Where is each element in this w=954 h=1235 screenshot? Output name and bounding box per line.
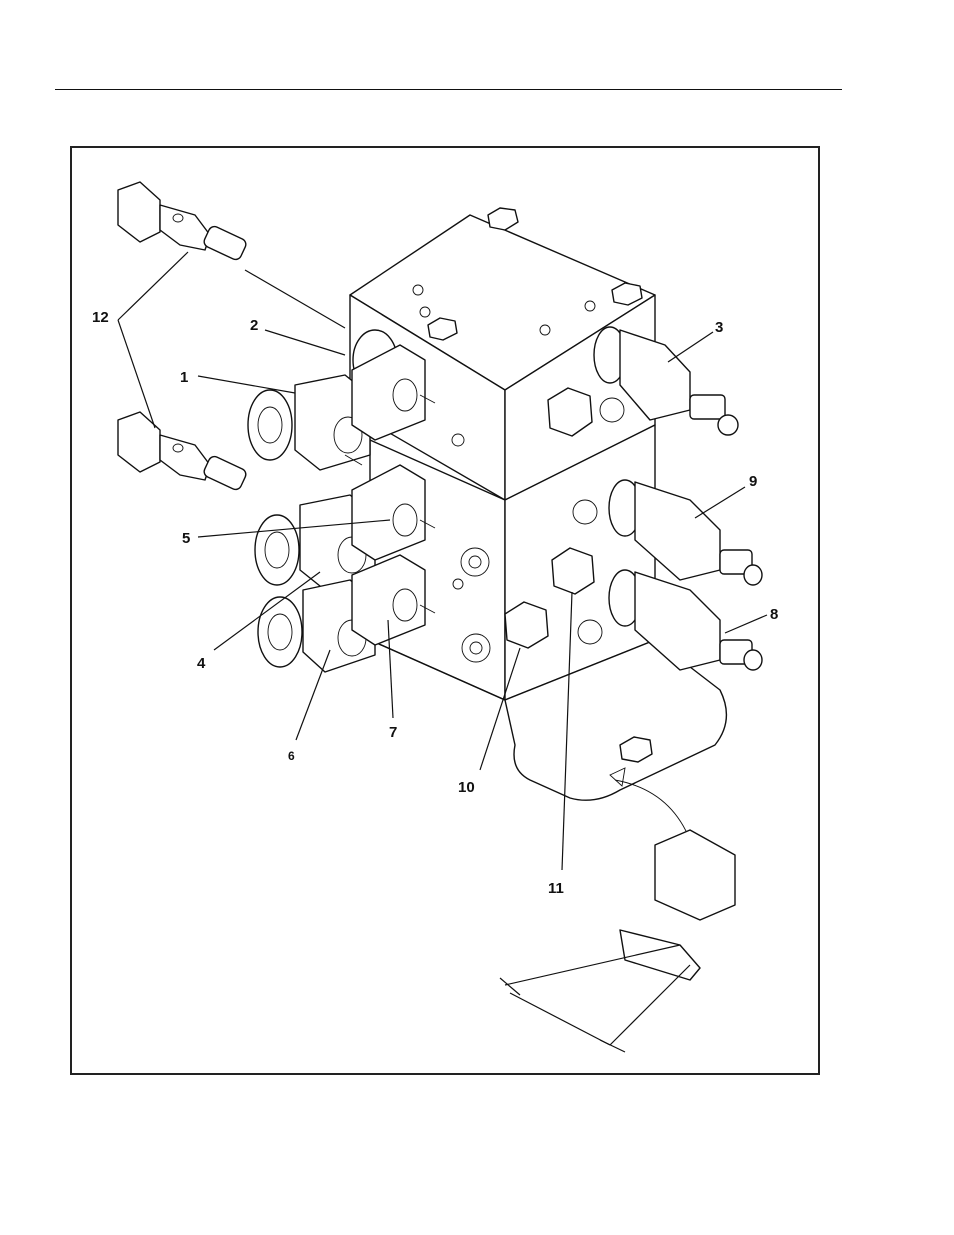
callout-4: 4 xyxy=(197,655,206,672)
callout-10: 10 xyxy=(458,779,475,796)
callout-6: 6 xyxy=(288,749,295,763)
callout-8: 8 xyxy=(770,606,778,623)
cartridge-12-upper xyxy=(118,182,248,261)
callout-2: 2 xyxy=(250,317,258,334)
callout-7: 7 xyxy=(389,724,397,741)
callout-9: 9 xyxy=(749,473,757,490)
callout-3: 3 xyxy=(715,319,723,336)
callout-11: 11 xyxy=(548,880,564,897)
cartridge-12-lower xyxy=(118,412,248,491)
callout-12: 12 xyxy=(92,309,109,326)
callout-1: 1 xyxy=(180,369,188,386)
callout-5: 5 xyxy=(182,530,190,547)
locator-inset xyxy=(500,768,735,1052)
